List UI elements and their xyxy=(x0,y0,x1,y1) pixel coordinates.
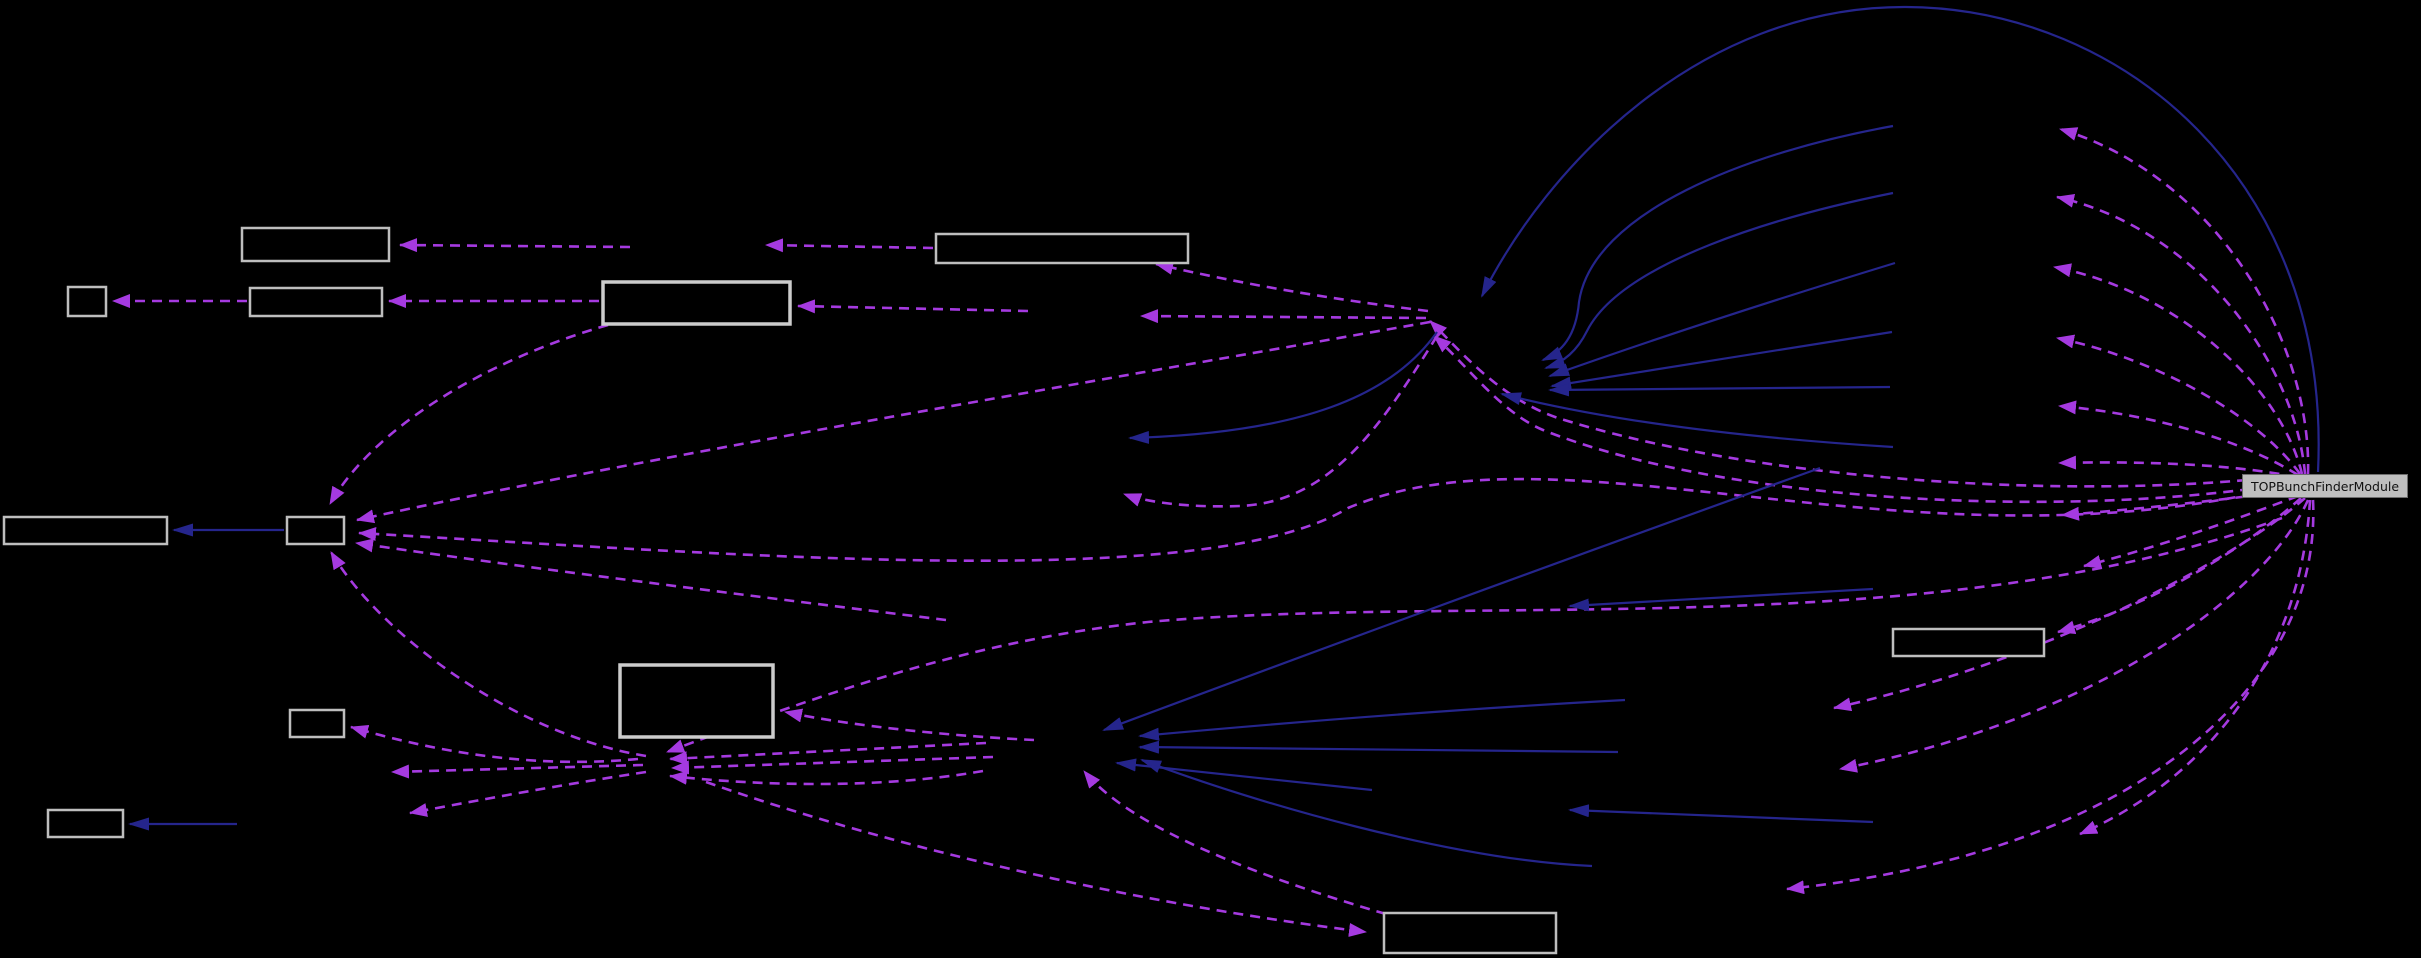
uses-edge xyxy=(2056,193,2307,475)
uses-edge xyxy=(1429,320,2248,488)
uses-edge xyxy=(391,763,644,779)
graph-node-box-4[interactable] xyxy=(601,280,792,326)
uses-edge xyxy=(1082,770,1387,916)
uses-edge xyxy=(1786,499,2315,895)
inherit-edge xyxy=(1115,758,1373,792)
inherit-edge xyxy=(1102,466,1821,732)
graph-node-box-2[interactable] xyxy=(66,285,108,318)
uses-edge xyxy=(399,238,631,253)
uses-edge xyxy=(784,708,1035,742)
inherit-edge xyxy=(1544,191,1894,370)
uses-edge xyxy=(355,538,947,622)
inherit-edge xyxy=(1140,758,1593,868)
uses-edge xyxy=(409,770,647,817)
graph-node-box-3[interactable] xyxy=(248,286,384,318)
inherit-edge xyxy=(1550,330,1893,390)
uses-edge xyxy=(705,780,1367,937)
inherit-edge xyxy=(1138,740,1619,754)
inherit-edge xyxy=(1138,698,1626,741)
inherit-edge xyxy=(1568,804,1874,824)
uses-edge xyxy=(1140,309,1427,324)
uses-edge xyxy=(1833,497,2306,712)
uses-edge xyxy=(2083,494,2299,569)
uses-edge xyxy=(1155,261,1429,313)
graph-node-box-9[interactable] xyxy=(288,708,346,739)
uses-edge xyxy=(669,769,984,786)
uses-edge xyxy=(1433,335,2251,504)
inherit-edge xyxy=(1500,392,1894,449)
uses-edge xyxy=(2058,455,2297,479)
uses-edge xyxy=(669,741,987,766)
uses-edge xyxy=(350,725,639,764)
uses-edge xyxy=(2059,127,2310,475)
inherit-edge xyxy=(1128,331,1438,444)
uses-edge xyxy=(2053,263,2304,475)
uses-edge xyxy=(2057,497,2302,635)
graph-node-box-10[interactable] xyxy=(46,808,125,839)
edges-layer xyxy=(112,5,2320,937)
graph-node-box-12[interactable] xyxy=(1382,911,1558,955)
inherit-edge xyxy=(1548,261,1896,378)
uses-edge xyxy=(356,320,1431,524)
graph-node-box-1[interactable] xyxy=(240,226,391,263)
inherit-edge xyxy=(1541,124,1894,362)
uses-edge xyxy=(671,755,994,775)
uses-edge xyxy=(2061,488,2297,521)
inherit-edge xyxy=(1568,587,1874,612)
graph-node-box-7[interactable] xyxy=(285,515,346,546)
inherit-edge xyxy=(1548,383,1891,397)
uses-edge xyxy=(797,299,1029,314)
uses-edge xyxy=(329,551,647,758)
uses-edge xyxy=(2058,400,2299,477)
uses-edge xyxy=(2079,499,2312,836)
uses-edge xyxy=(358,477,2253,563)
inherit-edge xyxy=(1481,5,2320,473)
uses-edge xyxy=(1123,335,1439,508)
uses-edge xyxy=(765,238,934,253)
graph-node-box-11[interactable] xyxy=(1891,627,2046,658)
uses-edge xyxy=(328,323,609,505)
uses-edge xyxy=(1839,499,2310,773)
nodes-layer xyxy=(2,226,2046,955)
graph-node-box-6[interactable] xyxy=(2,515,169,546)
uses-edge xyxy=(2056,334,2302,475)
graph-node-box-5[interactable] xyxy=(934,232,1190,265)
graph-node-box-8[interactable] xyxy=(618,663,775,739)
highlighted-module-node[interactable]: TOPBunchFinderModule xyxy=(2242,474,2408,498)
